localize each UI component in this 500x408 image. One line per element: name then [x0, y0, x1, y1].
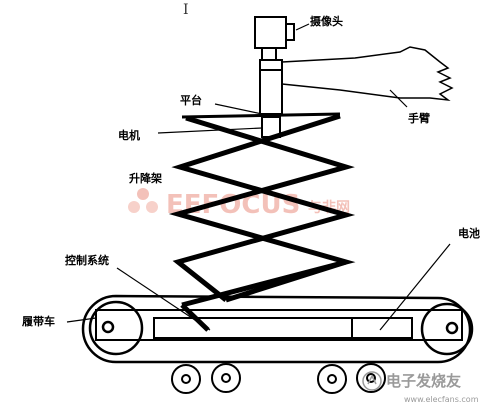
label-camera: 摄像头 — [310, 14, 343, 28]
drive-wheel-left — [88, 300, 144, 356]
mast — [259, 59, 283, 115]
label-tracked-vehicle: 履带车 — [22, 314, 55, 328]
label-battery: 电池 — [458, 226, 480, 240]
platform — [181, 112, 341, 119]
lift-frame-chain-right — [171, 113, 356, 302]
eefocus-logo-icon — [128, 188, 158, 213]
elecfans-logo-icon — [362, 371, 382, 391]
lift-frame-base-right — [225, 259, 347, 303]
vehicle-body — [95, 309, 463, 341]
lift-frame-chain-left — [168, 115, 356, 308]
label-platform: 平台 — [180, 93, 202, 107]
label-control-system: 控制系统 — [65, 253, 109, 267]
label-lift-frame: 升降架 — [129, 171, 162, 185]
camera — [254, 16, 295, 61]
arm — [281, 46, 454, 102]
watermark-corner-url: www.elecfans.com — [404, 395, 479, 404]
text-cursor-icon: I — [183, 2, 189, 18]
drive-wheel-right — [420, 302, 474, 356]
leader-lines — [66, 23, 451, 331]
road-wheels — [171, 363, 386, 394]
label-motor: 电机 — [118, 128, 140, 142]
label-arm: 手臂 — [408, 111, 430, 125]
elecfans-watermark: 电子发烧友 www.elecfans.com — [362, 371, 479, 404]
watermark-corner-title: 电子发烧友 — [386, 372, 461, 390]
